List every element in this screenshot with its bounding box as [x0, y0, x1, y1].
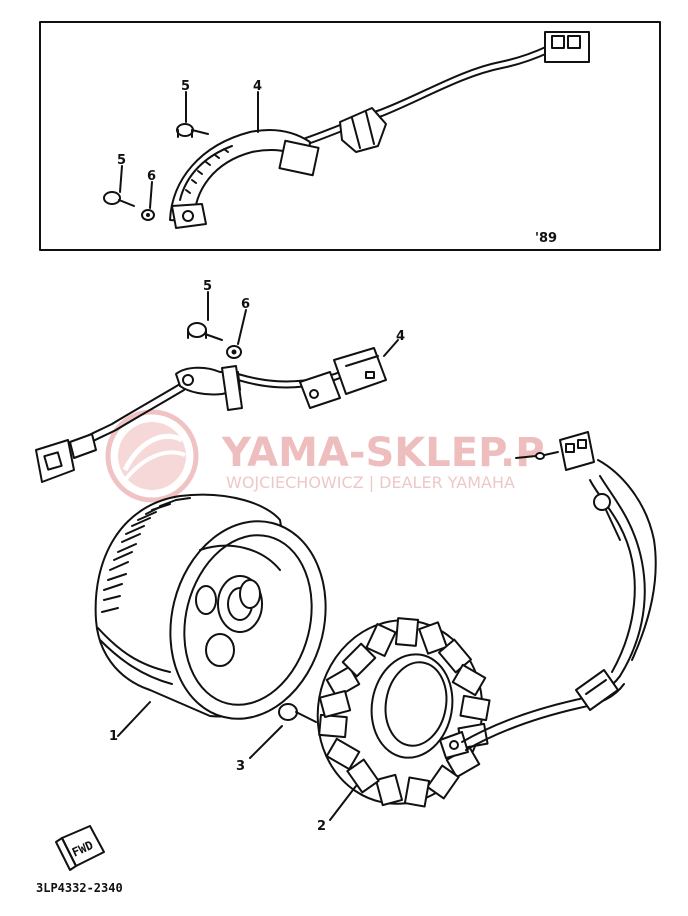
callout-5: 5 [203, 279, 212, 294]
stator-coil: 2 [316, 617, 491, 834]
pickup-sensor [299, 347, 387, 409]
rotor-flywheel: 1 [94, 493, 327, 744]
inset-washer [141, 209, 155, 221]
inset-callout-5-left: 5 [117, 153, 126, 168]
watermark-title: YAMA-SKLEP.P [221, 430, 545, 476]
callout-1: 1 [109, 729, 118, 744]
callout-6: 6 [241, 297, 250, 312]
main-screw-5 [187, 322, 223, 341]
harness-inline-connector [575, 669, 619, 711]
stator-connector [515, 431, 595, 471]
inset-grommet [339, 107, 387, 153]
watermark-logo-icon [105, 409, 199, 503]
inset-connector [544, 31, 590, 63]
callout-4: 4 [396, 329, 405, 344]
main-washer-6 [226, 345, 242, 359]
watermark-subtitle: WOJCIECHOWICZ | DEALER YAMAHA [226, 473, 515, 492]
inset-year-label: '89 [535, 231, 557, 246]
stator-harness [461, 431, 657, 751]
pickup-coil-assembly: 5 6 4 [35, 279, 405, 483]
watermark: YAMA-SKLEP.P WOJCIECHOWICZ | DEALER YAMA… [105, 409, 545, 503]
inset-pickup-coil [169, 129, 320, 229]
inset-callout-4: 4 [253, 79, 262, 94]
inset-screw-top [176, 123, 209, 138]
fwd-indicator: FWD [55, 825, 105, 871]
stator-bolt: 3 [236, 703, 317, 774]
inset-callout-5-top: 5 [181, 79, 190, 94]
inset-callout-6: 6 [147, 169, 156, 184]
callout-3: 3 [236, 759, 245, 774]
callout-2: 2 [317, 819, 326, 834]
inset-panel: 4 5 5 6 '89 [39, 21, 661, 251]
part-code: 3LP4332-2340 [36, 881, 123, 895]
inset-screw-left [103, 191, 135, 207]
ground-terminal [593, 493, 621, 541]
left-connector [35, 433, 97, 483]
